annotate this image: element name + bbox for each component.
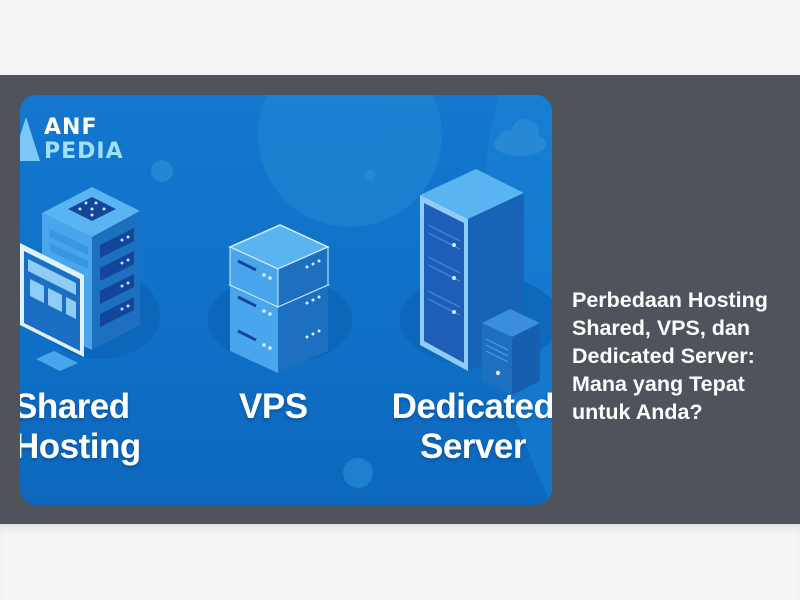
caption-dedicated-line1: Dedicated [391, 387, 552, 426]
caption-vps: VPS [239, 387, 308, 427]
bg-dot [365, 170, 375, 180]
featured-image[interactable]: ANF PEDIA Shared Hosting VPS Dedicated S… [20, 95, 552, 505]
logo-mark-icon [20, 117, 40, 161]
cloud-icon [494, 119, 546, 156]
page-bottom-area [0, 524, 800, 600]
hosting-illustration [20, 95, 552, 505]
dedicated-server-tower-icon [420, 169, 540, 395]
caption-dedicated-line2: Server [420, 427, 526, 466]
page-top-area [0, 0, 800, 75]
caption-shared-line2: Hosting [20, 427, 141, 466]
caption-shared-hosting: Shared Hosting [20, 387, 141, 467]
logo-line2: PEDIA [44, 139, 124, 164]
article-title-link[interactable]: Perbedaan Hosting Shared, VPS, dan Dedic… [572, 288, 768, 425]
featured-post-hero[interactable]: ANF PEDIA Shared Hosting VPS Dedicated S… [0, 75, 800, 524]
caption-dedicated-server: Dedicated Server [388, 387, 552, 467]
caption-vps-text: VPS [239, 387, 308, 426]
caption-shared-line1: Shared [20, 387, 130, 426]
bg-circle [258, 95, 442, 227]
vps-server-stack-icon [228, 224, 330, 373]
bg-dot [343, 458, 373, 488]
bg-dot [151, 160, 173, 182]
logo-line1: ANF [44, 115, 98, 140]
monitor-icon [20, 243, 84, 371]
anfpedia-logo: ANF PEDIA [20, 113, 160, 173]
